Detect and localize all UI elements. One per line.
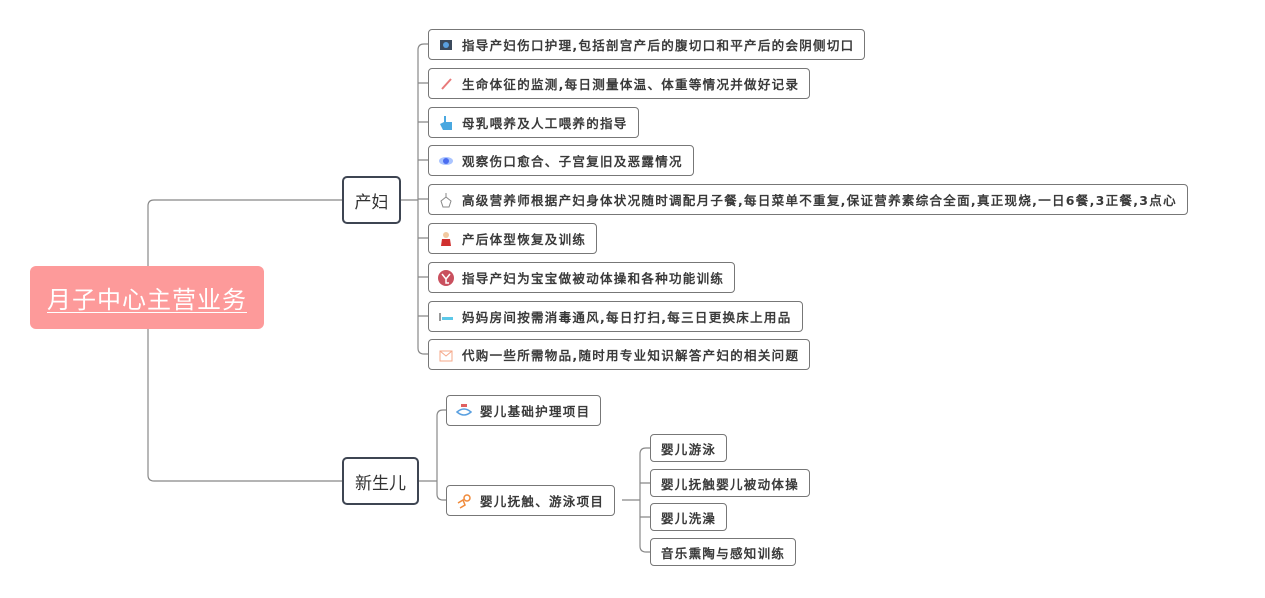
eye-icon bbox=[439, 156, 453, 165]
branch-label: 产妇 bbox=[354, 192, 389, 213]
pointing-hand-icon bbox=[440, 115, 452, 130]
topic-baby-exercise[interactable]: 指导产妇为宝宝做被动体操和各种功能训练 bbox=[428, 262, 736, 293]
topic-purchasing[interactable]: 代购一些所需物品,随时用专业知识解答产妇的相关问题 bbox=[428, 339, 811, 370]
topic-observe-healing[interactable]: 观察伤口愈合、子宫复旧及恶露情况 bbox=[428, 145, 694, 176]
topic-baby-basic-care[interactable]: 婴儿基础护理项目 bbox=[446, 395, 602, 426]
topic-body-recovery[interactable]: 产后体型恢复及训练 bbox=[428, 223, 598, 254]
topic-breastfeeding[interactable]: 母乳喂养及人工喂养的指导 bbox=[428, 107, 639, 138]
topic-baby-touch-swim[interactable]: 婴儿抚触、游泳项目 bbox=[446, 485, 616, 516]
topic-label: 音乐熏陶与感知训练 bbox=[661, 545, 786, 561]
connector-root-newborn bbox=[147, 329, 342, 482]
subtopic-baby-swimming[interactable]: 婴儿游泳 bbox=[650, 434, 728, 462]
topic-label: 代购一些所需物品,随时用专业知识解答产妇的相关问题 bbox=[462, 348, 800, 363]
baby-care-icon bbox=[456, 403, 472, 416]
topic-label: 产后体型恢复及训练 bbox=[462, 232, 587, 247]
topic-label: 婴儿抚触婴儿被动体操 bbox=[661, 476, 800, 492]
root-topic[interactable]: 月子中心主营业务 bbox=[30, 266, 264, 329]
topic-label: 生命体征的监测,每日测量体温、体重等情况并做好记录 bbox=[462, 77, 800, 92]
topic-label: 妈妈房间按需消毒通风,每日打扫,每三日更换床上用品 bbox=[462, 310, 792, 325]
bed-icon bbox=[439, 312, 453, 321]
chef-icon bbox=[440, 192, 452, 207]
topic-label: 婴儿抚触、游泳项目 bbox=[480, 494, 605, 509]
topic-label: 婴儿洗澡 bbox=[661, 510, 717, 526]
topic-vital-signs[interactable]: 生命体征的监测,每日测量体温、体重等情况并做好记录 bbox=[428, 68, 811, 99]
thermometer-icon bbox=[441, 77, 452, 90]
root-label: 月子中心主营业务 bbox=[47, 286, 247, 314]
topic-label: 指导产妇为宝宝做被动体操和各种功能训练 bbox=[462, 271, 725, 286]
subtopic-baby-bath[interactable]: 婴儿洗澡 bbox=[650, 503, 728, 531]
topic-label: 高级营养师根据产妇身体状况随时调配月子餐,每日菜单不重复,保证营养素综合全面,真… bbox=[462, 193, 1177, 208]
topic-wound-care[interactable]: 指导产妇伤口护理,包括剖宫产后的腹切口和平产后的会阴侧切口 bbox=[428, 29, 866, 60]
bracket-swim bbox=[639, 447, 650, 553]
subtopic-baby-massage[interactable]: 婴儿抚触婴儿被动体操 bbox=[650, 469, 811, 497]
branch-newborn[interactable]: 新生儿 bbox=[342, 457, 419, 505]
topic-label: 指导产妇伤口护理,包括剖宫产后的腹切口和平产后的会阴侧切口 bbox=[462, 38, 855, 53]
woman-figure-icon bbox=[441, 231, 451, 246]
connector-root-mother bbox=[147, 199, 342, 266]
subtopic-music-training[interactable]: 音乐熏陶与感知训练 bbox=[650, 538, 797, 566]
topic-label: 观察伤口愈合、子宫复旧及恶露情况 bbox=[462, 154, 683, 169]
topic-label: 婴儿游泳 bbox=[661, 441, 717, 457]
topic-room-cleaning[interactable]: 妈妈房间按需消毒通风,每日打扫,每三日更换床上用品 bbox=[428, 301, 803, 332]
shopping-bag-icon bbox=[439, 350, 453, 361]
branch-mother[interactable]: 产妇 bbox=[342, 176, 401, 224]
branch-label: 新生儿 bbox=[355, 473, 406, 494]
topic-label: 婴儿基础护理项目 bbox=[480, 404, 591, 419]
wound-care-icon bbox=[440, 39, 452, 50]
topic-label: 母乳喂养及人工喂养的指导 bbox=[462, 116, 628, 131]
exercise-icon bbox=[438, 269, 454, 286]
topic-nutrition[interactable]: 高级营养师根据产妇身体状况随时调配月子餐,每日菜单不重复,保证营养素综合全面,真… bbox=[428, 184, 1188, 215]
bracket-newborn bbox=[436, 409, 446, 501]
baby-swim-icon bbox=[457, 493, 471, 509]
